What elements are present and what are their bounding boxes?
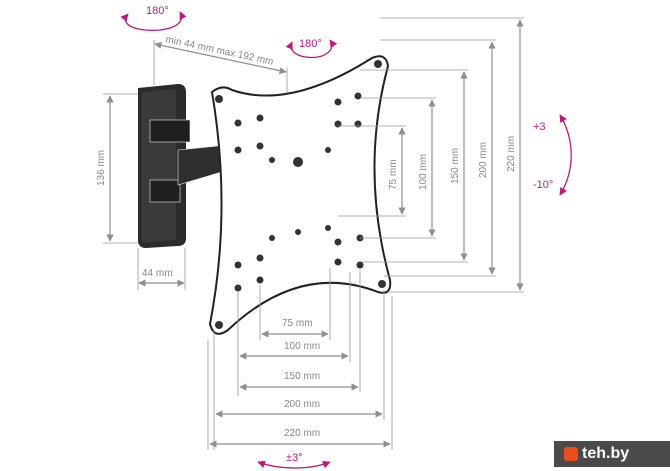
vesa-horizontal-100-label: 100 mm	[284, 341, 320, 352]
roll-indicator: ±3°	[257, 452, 331, 469]
watermark: teh.by	[554, 441, 670, 467]
roll-label: ±3°	[286, 452, 303, 464]
vesa-vertical-100-label: 100 mm	[418, 154, 429, 190]
wall-swivel-label: 180°	[146, 5, 169, 17]
arm-swivel-indicator: 180°	[285, 38, 338, 59]
watermark-text: teh.by	[582, 445, 630, 462]
vesa-vertical-200-label: 200 mm	[478, 142, 489, 178]
vesa-horizontal-220-label: 220 mm	[284, 428, 320, 439]
tilt-indicator: +3 -10°	[533, 114, 572, 196]
vesa-vertical-220-label: 220 mm	[506, 136, 517, 172]
arm-swivel-label: 180°	[299, 38, 322, 50]
vesa-horizontal-dimensions: 75 mm 100 mm 150 mm 200 mm 220 mm	[207, 268, 393, 450]
teh-logo-icon	[564, 447, 578, 461]
tilt-up-label: +3	[533, 121, 546, 133]
vesa-vertical-150-label: 150 mm	[450, 148, 461, 184]
vesa-horizontal-75-label: 75 mm	[282, 318, 313, 329]
vesa-vertical-dimensions: 75 mm 100 mm 150 mm 200 mm 220 mm	[338, 17, 524, 293]
tilt-down-label: -10°	[533, 179, 553, 191]
wall-plate-height-dimension: 136 mm	[96, 93, 140, 244]
vesa-horizontal-200-label: 200 mm	[284, 399, 320, 410]
arm-extension-label: min 44 mm max 192 mm	[164, 34, 274, 68]
wall-plate	[138, 84, 229, 248]
wall-plate-width-dimension: 44 mm	[137, 248, 186, 290]
wall-plate-width-label: 44 mm	[142, 268, 173, 279]
vesa-horizontal-150-label: 150 mm	[284, 371, 320, 382]
wall-swivel-indicator: 180°	[120, 5, 187, 32]
vesa-vertical-75-label: 75 mm	[388, 159, 399, 190]
wall-plate-height-label: 136 mm	[96, 150, 107, 186]
mounting-holes	[215, 60, 386, 329]
